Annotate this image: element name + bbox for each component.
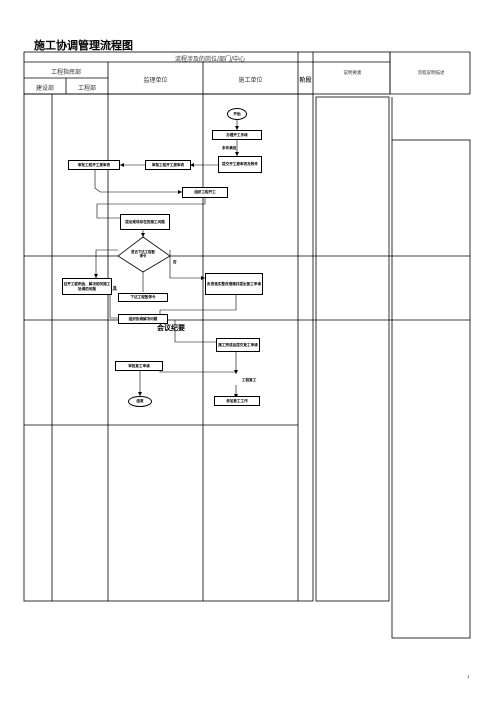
prepare-step: 办理开工手续 [212,130,262,140]
decision-no-label: 否 [173,260,177,264]
end-node: 结束 [128,396,152,407]
page-number: 1 [467,674,470,679]
resume-review-step: 审批复工申请 [115,361,163,371]
header-project-dept: 工程指挥部 [50,69,81,76]
header-stage: 阶段 [299,77,312,84]
decision-yes-label: 是 [113,286,117,290]
complete-step: 施工完成后提交复工申请 [216,338,260,352]
resume-work-step: 参加复工工作 [214,396,260,406]
coordinate-step: 组织协调解决问题 [118,314,168,324]
resume-label: 工程复工 [242,378,257,382]
header-group: 流程涉及的岗位/部门/中心 [174,56,246,63]
engineering-approve-step: 审批工程开工报审表 [68,160,120,170]
stop-order-step: 下达工程暂停令 [118,293,168,302]
minutes-note: 会议纪要 [157,323,185,332]
header-contractor: 施工单位 [238,77,263,84]
conditions-label: 条件满足 [222,146,237,150]
header-related-docs: 流程说明描述 [417,71,445,76]
header-supervision: 监理单位 [143,77,168,84]
supervision-review-step: 审核工程开工报审表 [145,160,191,170]
decision-label: 是否下达工程暂停令 [131,250,155,259]
header-engineering-dept: 工程部 [77,85,96,92]
start-node: 开始 [227,108,247,120]
header-description: 说明要素 [343,71,362,76]
meeting-step: 召开工程例会、解决相关施工协调的问题 [62,278,112,295]
decision-diamond [117,236,171,273]
organize-step: 组织工程开工 [182,187,228,198]
apply-step: 提交开工报审表及附件 [218,156,262,173]
contractor-fix-step: 负责落实整改措施并提出复工申请 [205,273,263,295]
problems-step: 提出现场存在的施工问题 [120,214,170,230]
page-title: 施工协调管理流程图 [34,39,133,52]
header-construction-dept: 建设部 [35,85,54,92]
